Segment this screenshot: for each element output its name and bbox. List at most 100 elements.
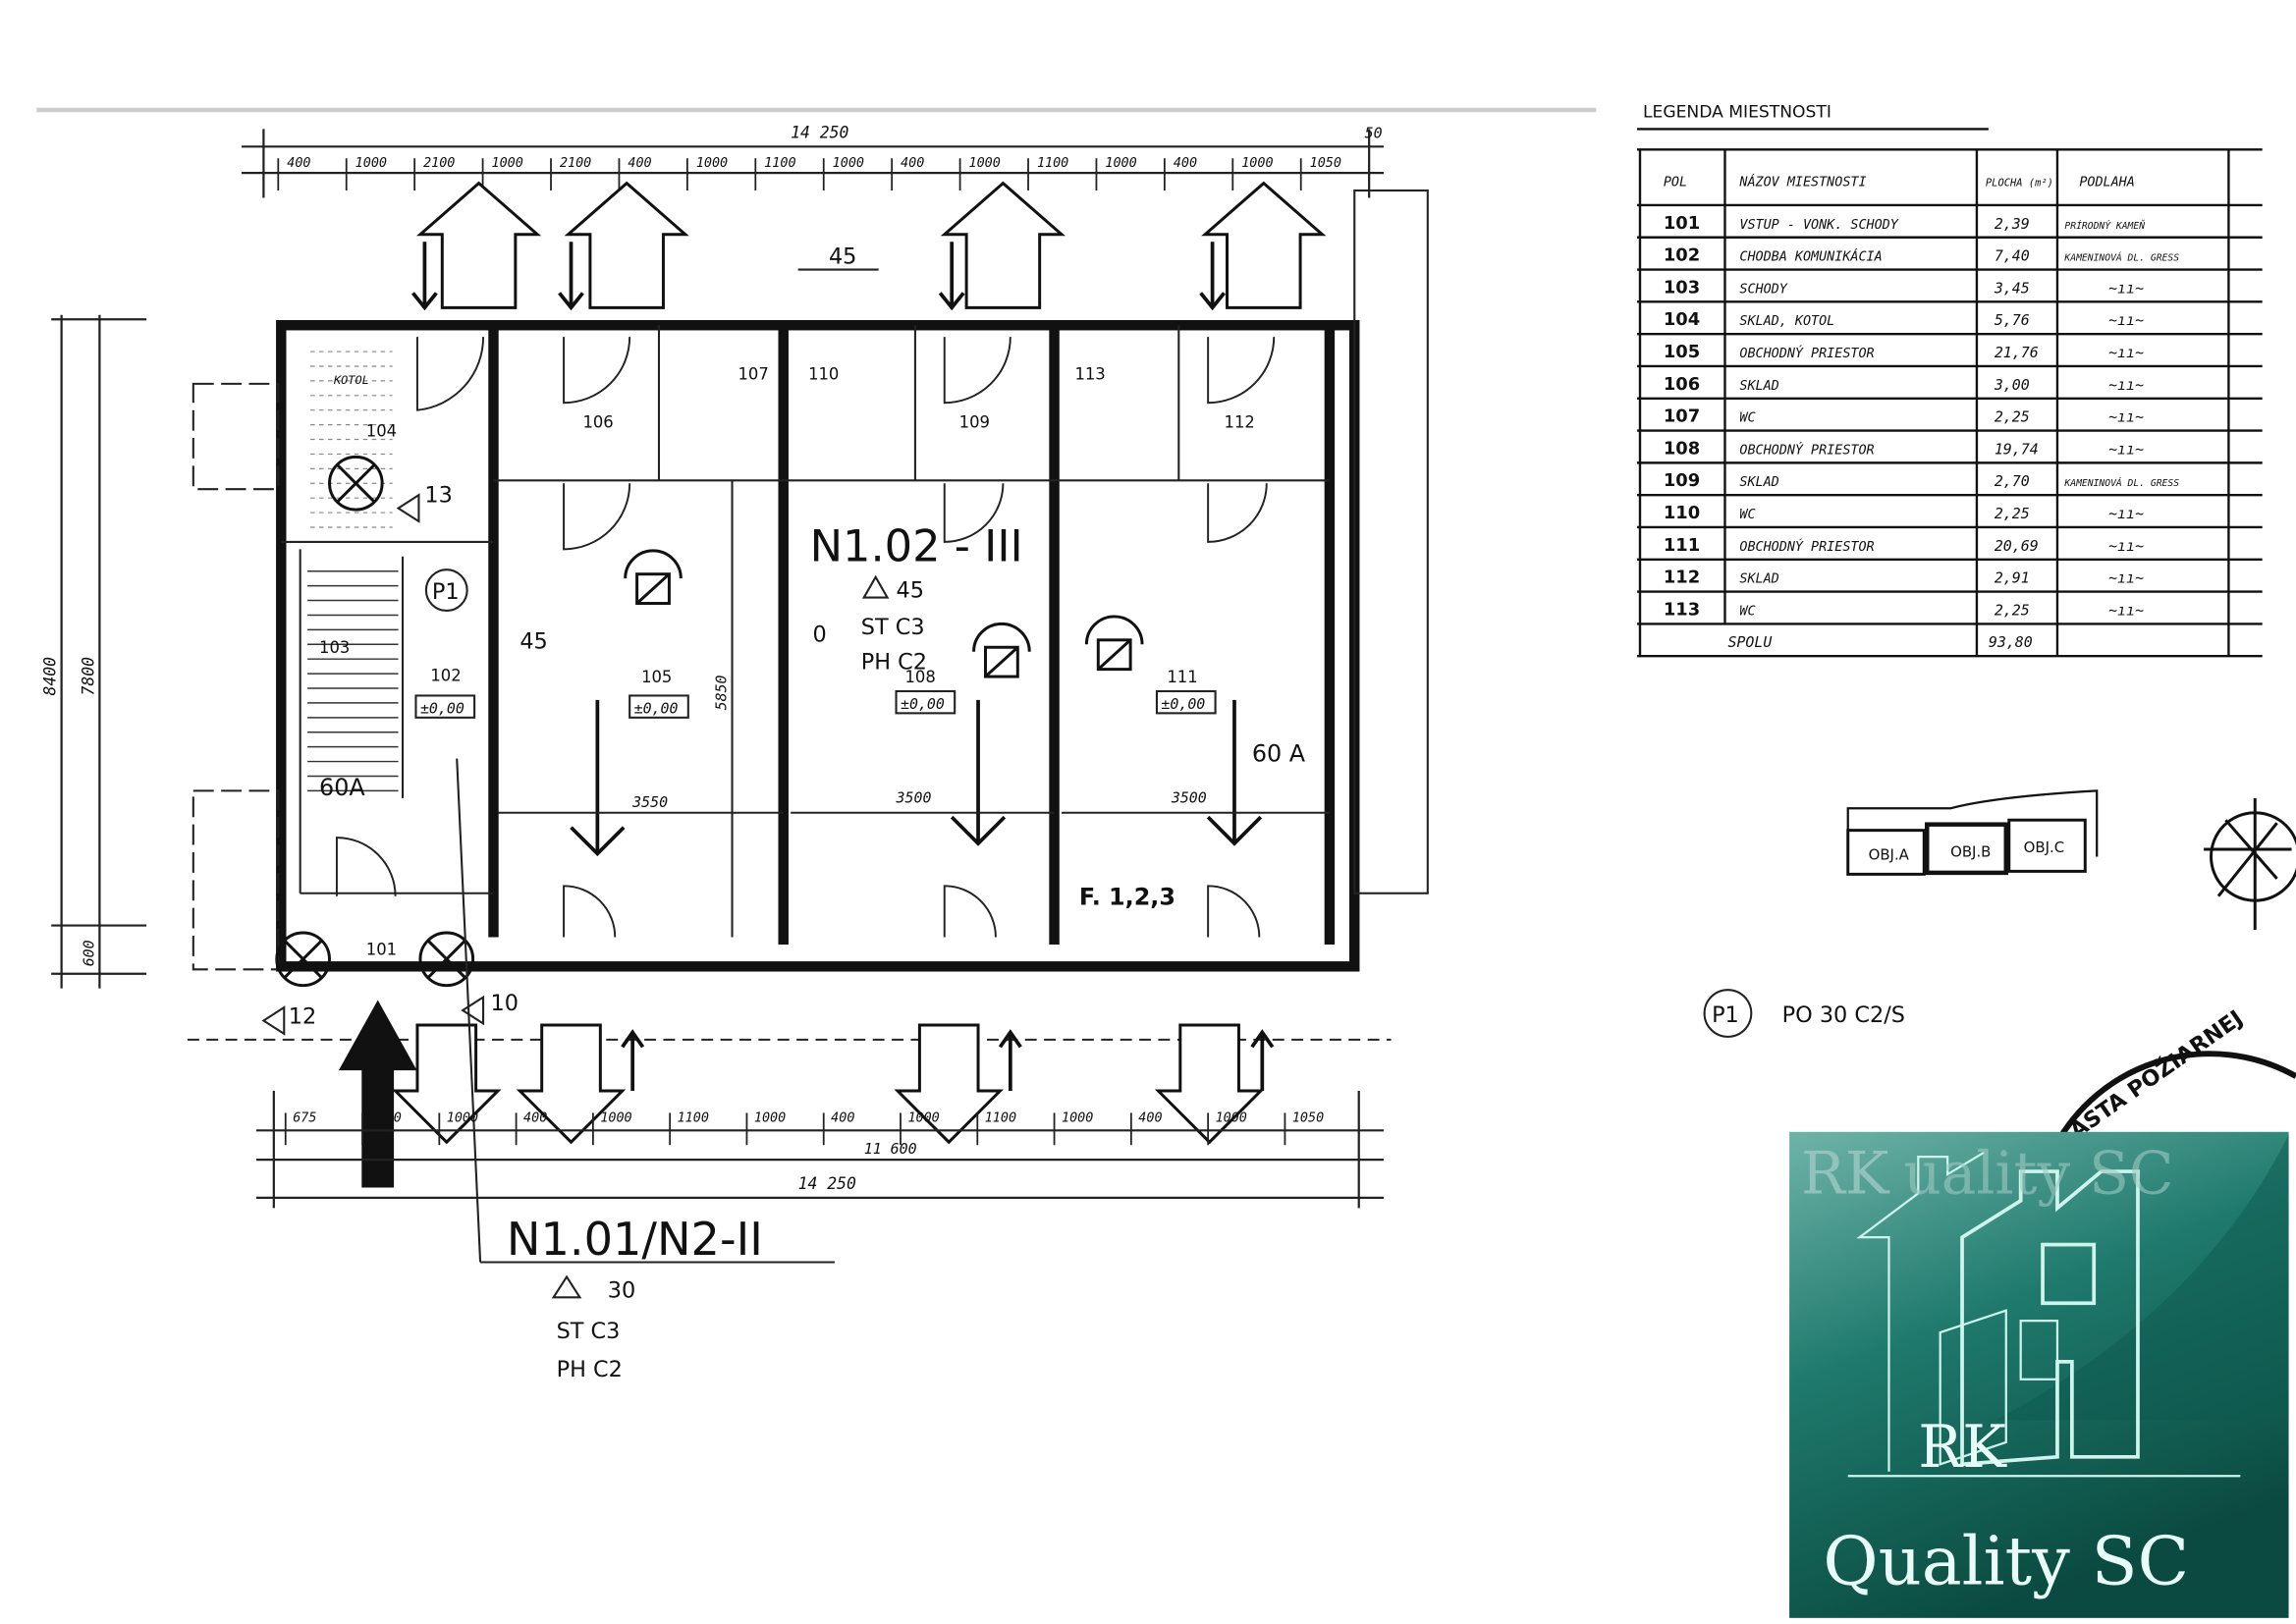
fire-note-badge: P1 — [1712, 1002, 1739, 1028]
legend-room-floor: KAMENINOVÁ DL. GRESS — [2063, 476, 2179, 489]
bottom-dim-label: 1100 — [985, 1110, 1016, 1125]
legend-header: PLOCHA (m²) — [1986, 178, 2053, 189]
legend-room-floor: ~ıı~ — [2108, 505, 2144, 522]
bottom-dim-label: 1100 — [678, 1110, 709, 1125]
legend: LEGENDA MIESTNOSTI POL NÁZOV MIESTNOSTI PL… — [1637, 102, 2263, 658]
legend-room-name: SCHODY — [1739, 282, 1787, 297]
top-dim-label: 1000 — [1241, 156, 1273, 171]
legend-room-floor: PRÍRODNÝ KAMEŇ — [2064, 219, 2145, 232]
unit-bottom-st: ST C3 — [557, 1319, 621, 1344]
legend-room-number: 107 — [1664, 406, 1700, 427]
fire-note-text: PO 30 C2/S — [1782, 1002, 1905, 1028]
bottom-dim-label: 400 — [1138, 1110, 1162, 1125]
legend-title: LEGENDA MIESTNOSTI — [1643, 102, 1831, 122]
legend-row: 107 WC 2,25 ~ıı~ — [1664, 406, 2144, 427]
column-symbols — [275, 455, 475, 988]
legend-room-number: 103 — [1664, 277, 1700, 298]
legend-room-number: 109 — [1664, 470, 1700, 491]
legend-room-area: 2,70 — [1995, 472, 2030, 490]
room-107: 107 — [738, 364, 768, 383]
watermark-logo: RK uality SC RK Quality SC — [1789, 1131, 2289, 1618]
obj-c: OBJ.C — [2024, 839, 2065, 856]
note-10: 10 — [491, 991, 519, 1016]
top-dim-label: 1000 — [355, 156, 387, 171]
note-0: 0 — [813, 622, 827, 647]
obj-a: OBJ.A — [1869, 845, 1910, 863]
legend-header: POL — [1664, 176, 1687, 190]
legend-room-number: 101 — [1664, 213, 1700, 234]
obj-b: OBJ.B — [1950, 842, 1991, 860]
top-dim-label: 1100 — [1037, 156, 1068, 171]
note-13: 13 — [424, 483, 452, 509]
legend-room-number: 110 — [1664, 503, 1700, 523]
bottom-dim-label: 1050 — [1292, 1110, 1324, 1125]
room-111: 111 — [1167, 668, 1197, 686]
legend-room-name: SKLAD — [1739, 572, 1778, 587]
left-dimensions: 8400 7800 600 — [41, 314, 147, 989]
level-102: ±0,00 — [420, 699, 465, 717]
legend-room-name: VSTUP - VONK. SCHODY — [1739, 218, 1898, 233]
level-111: ±0,00 — [1161, 695, 1205, 713]
level-108: ±0,00 — [901, 695, 945, 713]
bottom-dim-label: 1000 — [1216, 1110, 1247, 1125]
room-105: 105 — [641, 668, 672, 686]
unit-main-title: N1.02 - III — [810, 519, 1023, 571]
room-101: 101 — [366, 940, 397, 958]
house-logo-icon — [1856, 1151, 2140, 1472]
legend-room-name: SKLAD — [1739, 379, 1778, 394]
top-total-dim: 14 250 — [791, 123, 848, 141]
legend-room-floor: KAMENINOVÁ DL. GRESS — [2063, 251, 2179, 264]
legend-header: PODLAHA — [2079, 176, 2135, 190]
legend-room-floor: ~ıı~ — [2108, 440, 2144, 458]
legend-room-name: WC — [1739, 411, 1755, 426]
room-113: 113 — [1074, 364, 1105, 383]
p1-badge-plan: P1 — [432, 579, 460, 605]
site-plan: OBJ.A OBJ.B OBJ.C — [1846, 789, 2099, 876]
room-103: 103 — [319, 638, 350, 657]
legend-room-name: OBCHODNÝ PRIESTOR — [1739, 441, 1874, 458]
legend-room-floor: ~ıı~ — [2108, 601, 2144, 619]
plan-notes: 45 45 0 60 A 60A F. 1,2,3 12 10 13 P1 — [261, 244, 1306, 1036]
top-dim-label: 1000 — [969, 156, 1001, 171]
legend-room-area: 2,25 — [1995, 408, 2030, 426]
legend-room-number: 112 — [1664, 568, 1700, 588]
top-end-dim: 50 — [1365, 124, 1383, 141]
legend-room-number: 111 — [1664, 535, 1700, 556]
top-dim-label: 1000 — [1105, 156, 1136, 171]
dim-105: 3550 — [631, 793, 668, 811]
note-60a-right: 60 A — [1252, 740, 1306, 768]
legend-room-number: 113 — [1664, 599, 1700, 620]
watermark-ghost-rk: RK — [1801, 1140, 1890, 1208]
top-dim-label: 1000 — [833, 156, 864, 171]
legend-room-floor: ~ıı~ — [2108, 279, 2144, 297]
stairs — [307, 351, 399, 792]
legend-room-area: 2,25 — [1995, 601, 2030, 619]
top-dim-label: 2100 — [423, 156, 455, 171]
bottom-dim-label: 675 — [293, 1110, 316, 1125]
building-walls — [187, 189, 1429, 1041]
unit-main-st: ST C3 — [861, 615, 925, 640]
dim-108: 3500 — [896, 788, 932, 806]
legend-room-name: OBCHODNÝ PRIESTOR — [1739, 345, 1874, 361]
note-60a-left: 60A — [319, 774, 365, 801]
legend-total-value: 93,80 — [1989, 633, 2033, 651]
left-dim-small: 600 — [80, 940, 97, 966]
bottom-dim-label: 1000 — [1062, 1110, 1093, 1125]
unit-bottom-title: N1.01/N2-II — [507, 1213, 763, 1266]
bottom-total-dim: 14 250 — [798, 1174, 856, 1193]
watermark-rk: RK — [1918, 1414, 2007, 1482]
bottom-dim-label: 1150 — [369, 1110, 401, 1125]
legend-room-floor: ~ıı~ — [2108, 408, 2144, 426]
bottom-dim-label: 400 — [831, 1110, 854, 1125]
left-dim-total: 8400 — [41, 657, 60, 696]
room-108: 108 — [904, 668, 935, 686]
legend-header: NÁZOV MIESTNOSTI — [1738, 174, 1866, 190]
room-dimensions: 3550 3500 3500 5850 — [497, 675, 1330, 814]
